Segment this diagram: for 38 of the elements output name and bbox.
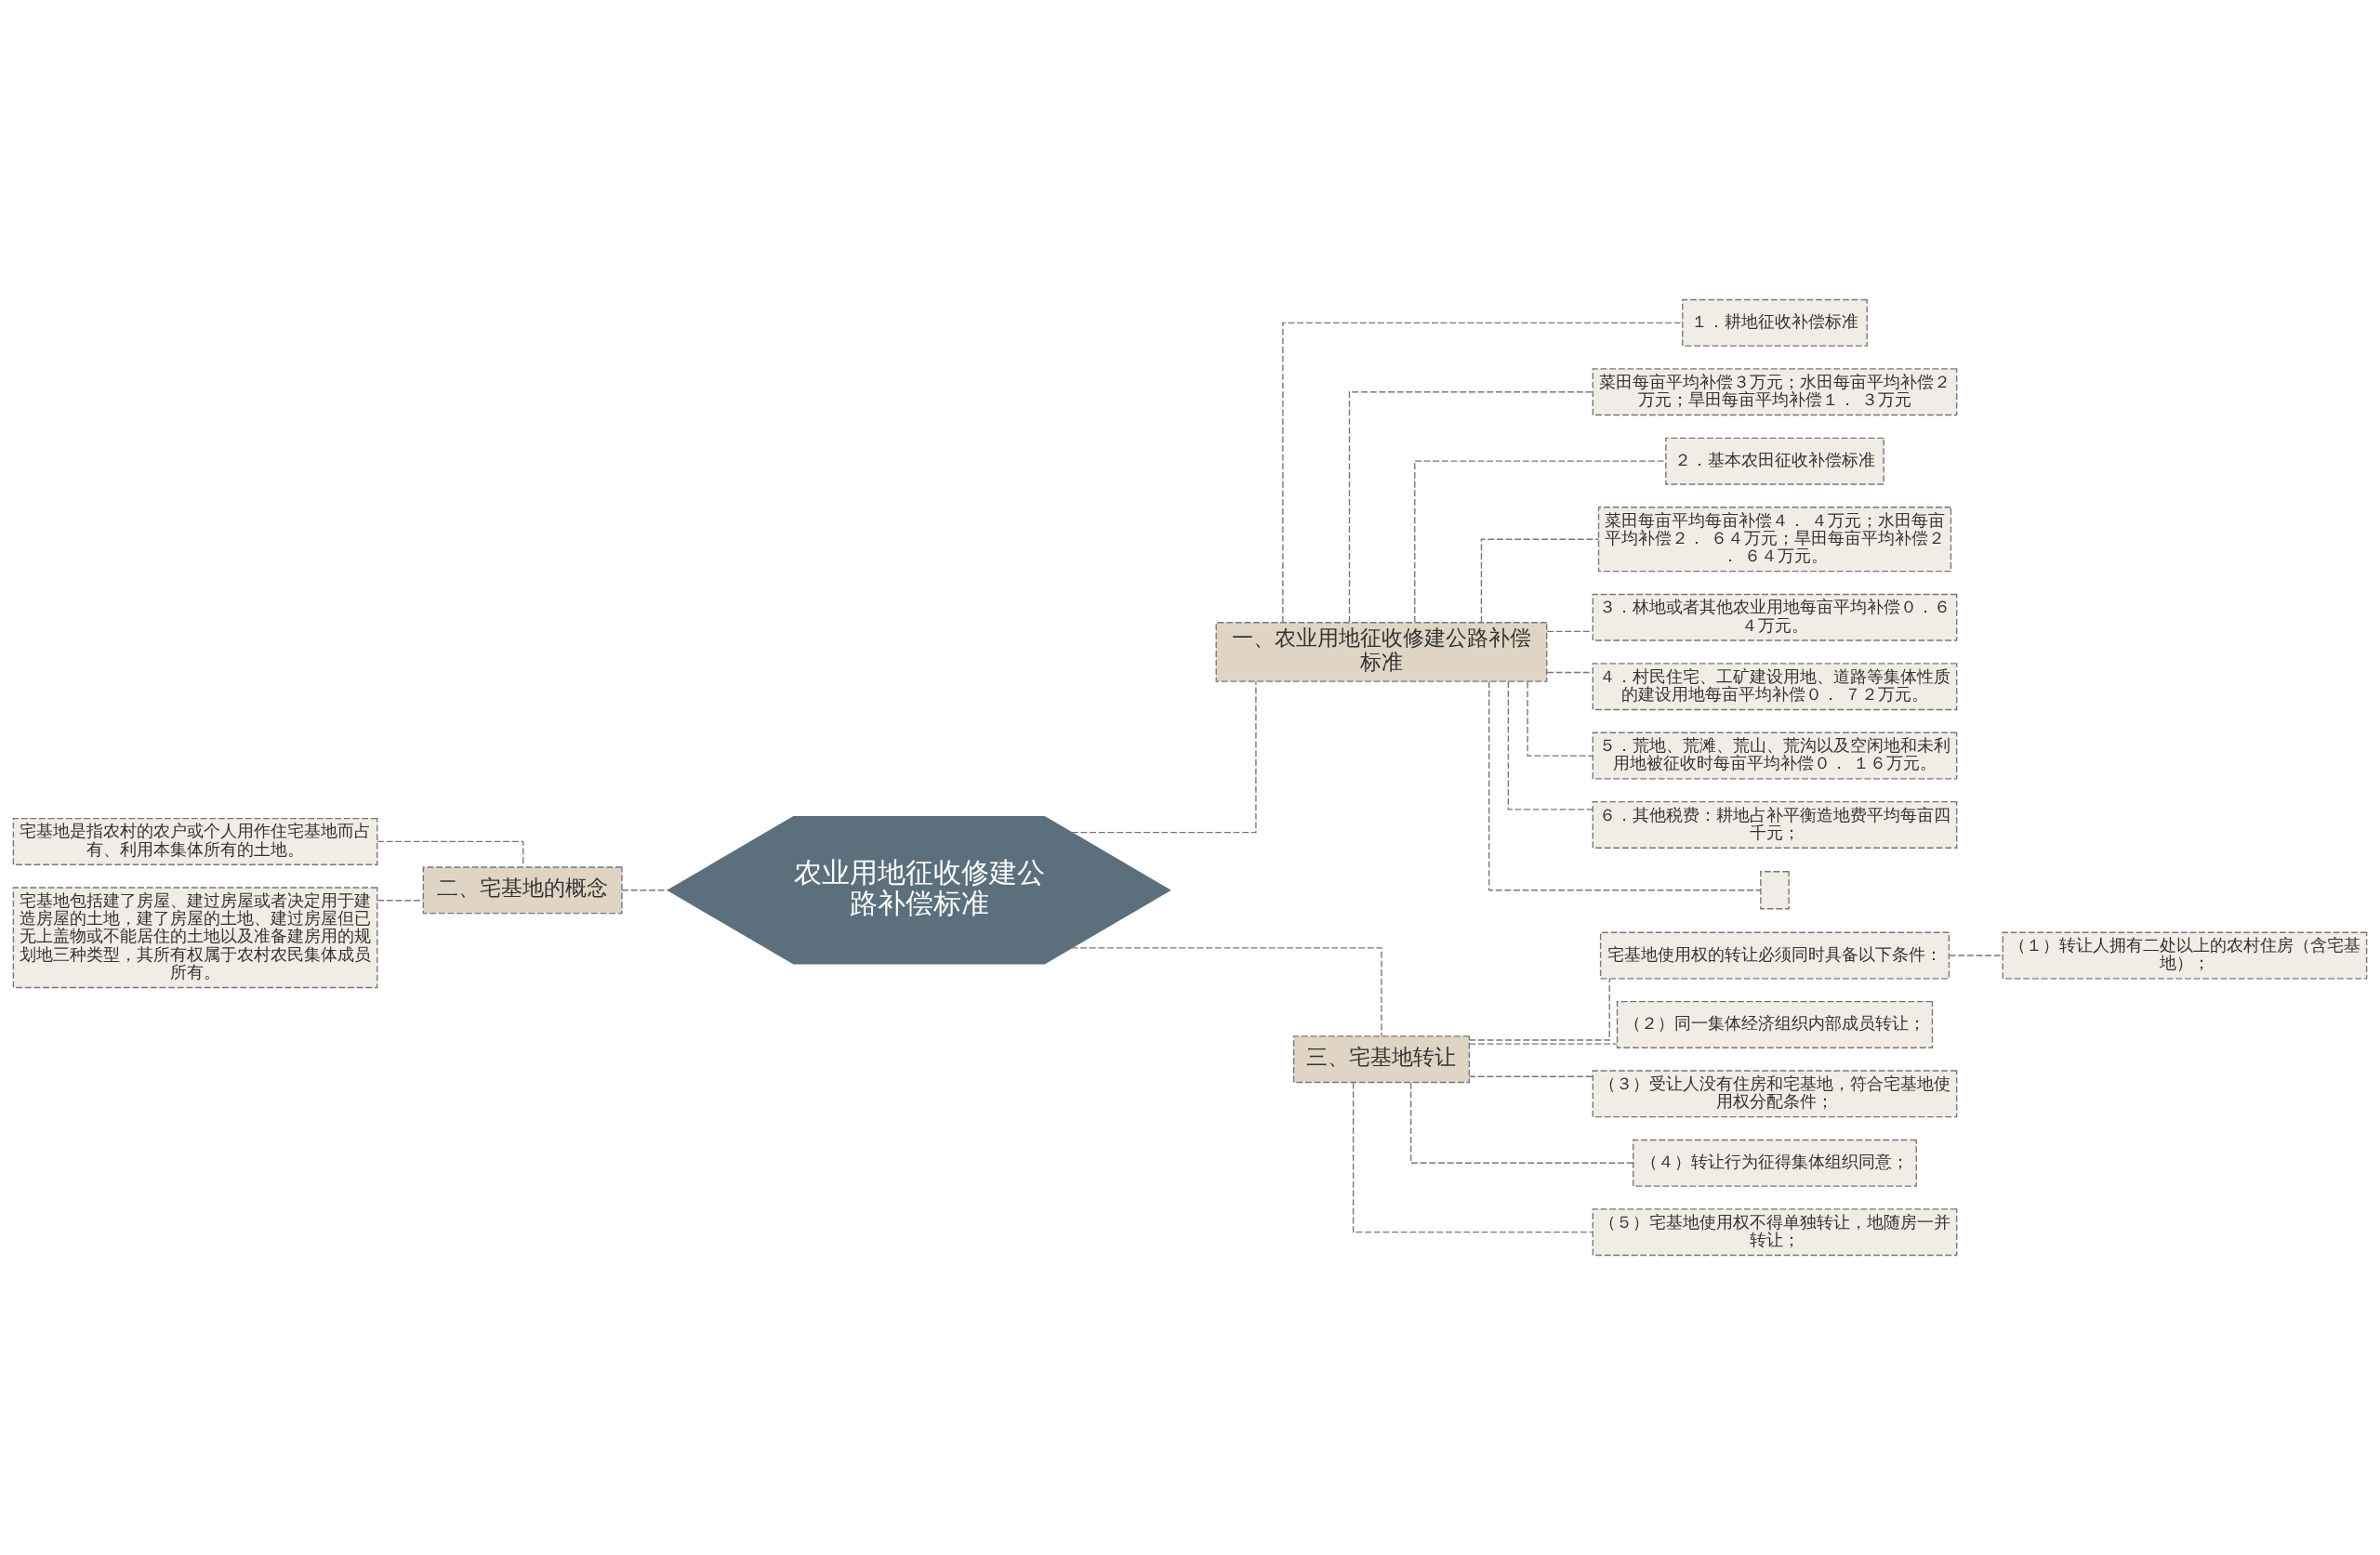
connector (1414, 460, 1667, 624)
node-box: （４）转让行为征得集体组织同意； (1633, 1139, 1917, 1187)
connector (1468, 1075, 1593, 1077)
connector (1546, 630, 1593, 633)
connector (1070, 947, 1382, 1037)
node-box: 二、宅基地的概念 (422, 866, 623, 915)
connector (1948, 955, 2003, 956)
node-box: 宅基地使用权的转让必须同时具备以下条件： (1599, 931, 1950, 980)
node-box: ６．其他税费：耕地占补平衡造地费平均每亩四千元； (1592, 801, 1958, 849)
connector (1480, 538, 1600, 624)
node-box: ２．基本农田征收补偿标准 (1665, 437, 1884, 485)
connector (1468, 978, 1610, 1041)
node-box: 三、宅基地转让 (1292, 1035, 1471, 1084)
node-box: 宅基地是指农村的农户或个人用作住宅基地而占有、利用本集体所有的土地。 (12, 817, 378, 865)
connector (377, 900, 424, 902)
connector (1352, 1082, 1593, 1233)
node-box: 宅基地包括建了房屋、建过房屋或者决定用于建造房屋的土地，建了房屋的土地、建过房屋但已无上盖物或不能居住的土地以及准备建房用的规划地三种类型，其所有权属于农村农民集体成员所有。 (12, 887, 378, 989)
connector (1546, 671, 1593, 674)
connector (1071, 680, 1257, 834)
connector (621, 890, 669, 891)
connector (1348, 391, 1593, 624)
node-box: ５．荒地、荒滩、荒山、荒沟以及空闲地和未利用地被征收时每亩平均补偿０． １６万元。 (1592, 731, 1958, 780)
node-box: 一、农业用地征收修建公路补偿标准 (1215, 622, 1548, 682)
connector (1468, 1043, 1618, 1045)
node-box: （２）同一集体经济组织内部成员转让； (1616, 1000, 1934, 1048)
connector (1527, 681, 1593, 757)
node-box: （１）转让人拥有二处以上的农村住房（含宅基地）； (2002, 931, 2368, 980)
node-box: ４．村民住宅、工矿建设用地、道路等集体性质的建设用地每亩平均补偿０． ７２万元。 (1592, 663, 1958, 711)
node-box: 菜田每亩平均每亩补偿４． ４万元；水田每亩平均补偿２． ６４万元；旱田每亩平均补偿２． ６４万元。 (1597, 507, 1952, 573)
node-box: 菜田每亩平均补偿３万元；水田每亩平均补偿２万元；旱田每亩平均补偿１． ３万元 (1592, 368, 1958, 416)
node-box: １．耕地征收补偿标准 (1682, 298, 1868, 347)
node-box (1760, 871, 1790, 910)
node-box: ３．林地或者其他农业用地每亩平均补偿０．６４万元。 (1592, 593, 1958, 641)
node-box: （５）宅基地使用权不得单独转让，地随房一并转让； (1592, 1208, 1958, 1257)
connector (1507, 680, 1593, 810)
node-box: （３）受让人没有住房和宅基地，符合宅基地使用权分配条件； (1592, 1070, 1958, 1118)
connector (1409, 1082, 1634, 1164)
connector (1488, 680, 1762, 891)
